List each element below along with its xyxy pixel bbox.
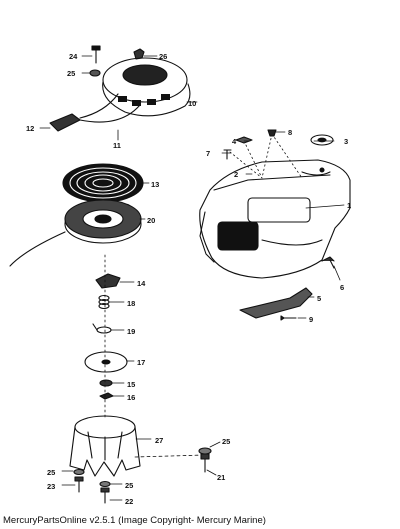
callout-3: 3 bbox=[344, 137, 348, 146]
retainer-part-15 bbox=[99, 379, 113, 387]
callout-7: 7 bbox=[206, 149, 210, 158]
callout-26: 26 bbox=[159, 52, 167, 61]
washer-part-25-top bbox=[89, 69, 101, 77]
washer-part-3 bbox=[310, 134, 334, 146]
callout-5: 5 bbox=[317, 294, 321, 303]
callout-24: 24 bbox=[69, 52, 78, 61]
starter-cup-part-27 bbox=[69, 415, 206, 477]
recoil-housing-part-10 bbox=[102, 57, 191, 117]
clip-part-26 bbox=[133, 48, 145, 60]
callout-27: 27 bbox=[155, 436, 163, 445]
rewind-spring-part-13 bbox=[62, 163, 144, 203]
pawl-part-14 bbox=[95, 273, 121, 289]
top-cowl-part-1 bbox=[199, 159, 351, 279]
spring-part-18 bbox=[98, 294, 110, 310]
callout-18: 18 bbox=[127, 299, 135, 308]
callout-21: 21 bbox=[217, 473, 225, 482]
friction-plate-part-17 bbox=[84, 351, 128, 373]
callout-22: 22 bbox=[125, 497, 133, 506]
screw-part-24 bbox=[91, 45, 101, 64]
callout-25: 25 bbox=[47, 468, 55, 477]
callout-2: 2 bbox=[234, 170, 238, 179]
rope-sheave-part-20 bbox=[9, 199, 142, 267]
callout-4: 4 bbox=[232, 137, 237, 146]
callout-17: 17 bbox=[137, 358, 145, 367]
callout-19: 19 bbox=[127, 327, 135, 336]
screw-part-22 bbox=[99, 480, 111, 504]
screw-part-8 bbox=[267, 129, 277, 137]
nut-part-4 bbox=[235, 136, 253, 144]
clip-part-16 bbox=[99, 392, 114, 400]
screw-part-23 bbox=[73, 468, 85, 493]
callout-13: 13 bbox=[151, 180, 159, 189]
screw-part-9 bbox=[280, 315, 297, 321]
rope-part-11 bbox=[79, 104, 141, 123]
bracket-part-5 bbox=[239, 287, 313, 319]
callout-16: 16 bbox=[127, 393, 135, 402]
fastener-leaders bbox=[229, 133, 303, 179]
callout-1: 1 bbox=[347, 201, 351, 210]
callout-labels: 24 25 26 10 12 11 13 20 14 18 19 17 15 1… bbox=[26, 52, 351, 506]
callout-11: 11 bbox=[113, 141, 121, 150]
callout-20: 20 bbox=[147, 216, 155, 225]
callout-23: 23 bbox=[47, 482, 55, 491]
callout-15: 15 bbox=[127, 380, 135, 389]
callout-6: 6 bbox=[340, 283, 344, 292]
bolt-part-7 bbox=[223, 149, 232, 160]
callout-12: 12 bbox=[26, 124, 34, 133]
callout-8: 8 bbox=[288, 128, 292, 137]
bolt-part-6 bbox=[321, 256, 335, 269]
copyright-footer: MercuryPartsOnline v2.5.1 (Image Copyrig… bbox=[3, 515, 266, 526]
spring-part-19 bbox=[92, 323, 112, 334]
callout-25: 25 bbox=[125, 481, 133, 490]
screw-part-21 bbox=[198, 447, 212, 473]
callout-25: 25 bbox=[222, 437, 230, 446]
callout-9: 9 bbox=[309, 315, 313, 324]
leader-lines bbox=[39, 55, 345, 501]
callout-25: 25 bbox=[67, 69, 75, 78]
callout-10: 10 bbox=[188, 99, 196, 108]
callout-14: 14 bbox=[137, 279, 146, 288]
